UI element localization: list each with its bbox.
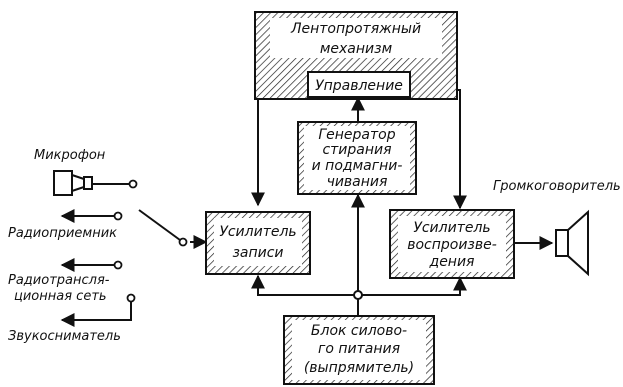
erase-generator-line2: стирания — [322, 142, 391, 158]
playback-amplifier-line1: Усилитель — [413, 220, 490, 236]
tape-mechanism-label-plate — [270, 18, 442, 58]
contact-radio-network — [113, 260, 123, 270]
arrow-pickup — [60, 302, 132, 327]
tape-mechanism-label-line2: механизм — [320, 41, 393, 57]
label-radio-network-line1: Радиотрансля- — [8, 273, 110, 288]
playback-amplifier-block: Усилитель воспроизве- дения — [389, 209, 515, 279]
erase-generator-label-plate — [304, 126, 410, 190]
playback-amplifier-line3: дения — [429, 254, 475, 270]
record-amplifier-line1: Усилитель — [219, 224, 296, 240]
record-amplifier-label-plate — [214, 218, 302, 266]
erase-generator-line4: чивания — [327, 174, 388, 190]
tape-mechanism-label-line1: Лентопротяжный — [290, 21, 421, 37]
erase-generator-line3: и подмагни- — [312, 158, 403, 174]
switch-pivot — [178, 237, 188, 247]
record-amplifier-line2: записи — [232, 245, 283, 261]
power-supply-line1: Блок силово- — [311, 323, 407, 339]
wire-power-to-record-amp — [251, 274, 358, 296]
contact-pickup — [126, 293, 136, 303]
loudspeaker-icon — [555, 209, 589, 277]
label-radio-receiver: Радиоприемник — [8, 226, 117, 241]
contact-radio-receiver — [113, 211, 123, 221]
erase-generator-block: Генератор стирания и подмагни- чивания — [297, 121, 417, 195]
erase-generator-line1: Генератор — [318, 127, 395, 143]
control-box — [307, 71, 411, 98]
tape-mechanism-block: Лентопротяжный механизм Управление — [254, 11, 458, 100]
label-loudspeaker: Громкоговоритель — [493, 179, 621, 194]
playback-amplifier-label-plate — [398, 216, 506, 272]
microphone-icon — [53, 170, 129, 196]
control-label: Управление — [315, 78, 403, 94]
wire-control-to-playback-amp — [410, 89, 467, 210]
junction-node — [353, 290, 363, 300]
power-supply-label-plate — [292, 320, 426, 380]
power-supply-block: Блок силово- го питания (выпрямитель) — [283, 315, 435, 385]
input-selector-switch — [113, 179, 188, 303]
label-radio-network-line2: ционная сеть — [14, 289, 107, 304]
power-supply-line3: (выпрямитель) — [304, 360, 414, 376]
playback-amplifier-line2: воспроизве- — [407, 237, 497, 253]
record-amplifier-block: Усилитель записи — [205, 211, 311, 275]
power-supply-line2: го питания — [318, 341, 400, 357]
label-microphone: Микрофон — [34, 148, 106, 163]
switch-blade — [138, 209, 181, 241]
wire-power-to-playback-amp — [358, 276, 467, 296]
contact-microphone — [128, 179, 138, 189]
label-pickup: Звукосниматель — [8, 329, 121, 344]
